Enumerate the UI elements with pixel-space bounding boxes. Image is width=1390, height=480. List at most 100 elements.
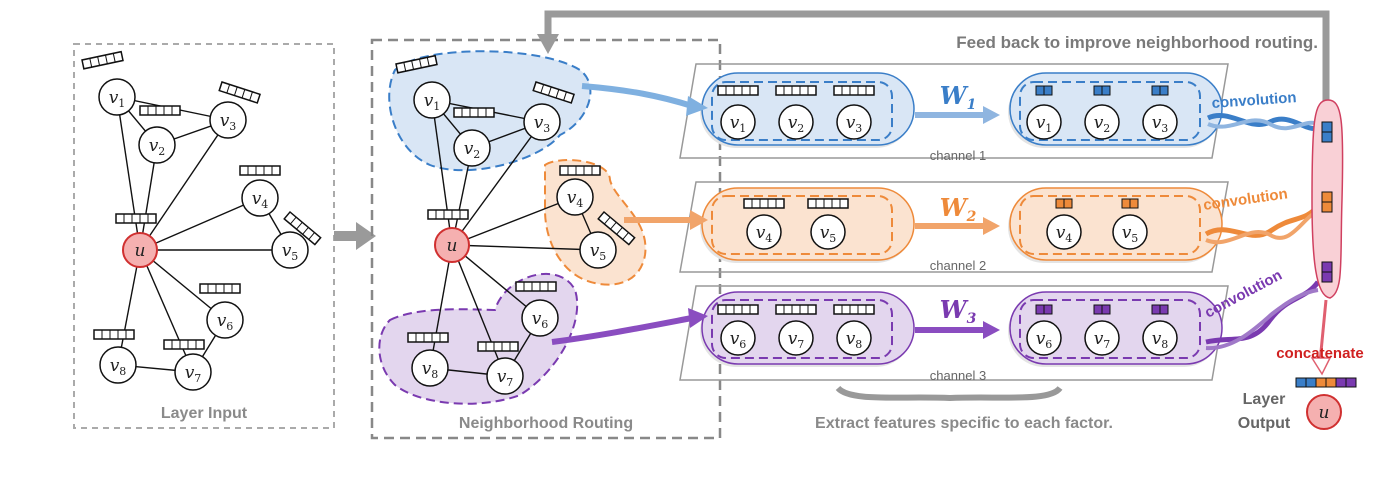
svg-text:v4: v4 xyxy=(252,189,269,211)
svg-text:v6: v6 xyxy=(532,309,549,331)
ch3-feature-bars xyxy=(717,304,1169,315)
ch2-node-v4: v4 xyxy=(746,214,782,250)
routing-node-v3: v3 xyxy=(523,103,561,141)
svg-text:v3: v3 xyxy=(1152,113,1169,135)
channel-2-label: channel 2 xyxy=(930,258,986,273)
ch3-node-v6: v6 xyxy=(720,320,756,356)
channel-1-label: channel 1 xyxy=(930,148,986,163)
ch1-conv-label: convolution xyxy=(1211,89,1297,112)
channel-2: channel 2 v4 v5 v4 v5 W2 convolution xyxy=(624,181,1320,273)
ch1-out-node-v3: v3 xyxy=(1142,104,1178,140)
ch3-out-node-v7: v7 xyxy=(1084,320,1120,356)
extract-brace: Extract features specific to each factor… xyxy=(815,385,1113,432)
ch2-feature-bars xyxy=(743,198,1139,209)
ch2-weight-arrow: W2 xyxy=(915,193,1000,235)
routing-panel: v1 v2 v3 v4 v5 v6 v7 v8 u Neighborhood R… xyxy=(370,38,722,440)
feedback-arrow: Feed back to improve neighborhood routin… xyxy=(537,10,1330,110)
routing-node-u: u xyxy=(434,227,470,263)
svg-text:v8: v8 xyxy=(846,329,863,351)
routing-node-v4: v4 xyxy=(556,178,594,216)
routing-node-v6: v6 xyxy=(521,299,559,337)
routing-node-v7: v7 xyxy=(486,357,524,395)
channel-1: channel 1 v1 v2 v3 v1 v2 v3 W1 convoluti… xyxy=(581,63,1319,163)
svg-text:v7: v7 xyxy=(1094,329,1111,351)
extract-label: Extract features specific to each factor… xyxy=(815,415,1113,432)
input-to-routing-arrow xyxy=(334,222,376,250)
ch1-node-v2: v2 xyxy=(778,104,814,140)
output-node-u: u xyxy=(1306,394,1342,430)
ch3-out-node-v8: v8 xyxy=(1142,320,1178,356)
concat-arrow xyxy=(1310,299,1332,376)
routing-feature-bars xyxy=(395,54,636,352)
ch3-node-v8: v8 xyxy=(836,320,872,356)
ch3-out-node-v6: v6 xyxy=(1026,320,1062,356)
feedback-label: Feed back to improve neighborhood routin… xyxy=(956,33,1318,52)
ch1-weight-arrow: W1 xyxy=(915,81,1000,124)
svg-text:v6: v6 xyxy=(730,329,747,351)
layer-output-label-2: Output xyxy=(1238,415,1291,432)
concat-vector xyxy=(1295,377,1357,388)
routing-node-v8: v8 xyxy=(411,349,449,387)
routing-node-v2: v2 xyxy=(453,129,491,167)
input-node-v1: v1 xyxy=(98,78,136,116)
svg-text:v4: v4 xyxy=(1056,223,1073,245)
svg-text:v4: v4 xyxy=(567,188,584,210)
agg-cell-orange xyxy=(1321,191,1333,213)
weight-w2: W2 xyxy=(940,193,977,225)
svg-text:v5: v5 xyxy=(820,223,837,245)
svg-text:v3: v3 xyxy=(534,113,551,135)
ch1-out-node-v1: v1 xyxy=(1026,104,1062,140)
concatenate-label: concatenate xyxy=(1276,345,1364,362)
svg-text:v8: v8 xyxy=(422,359,439,381)
ch1-feature-bars xyxy=(717,85,1169,96)
routing-arrow-purple xyxy=(551,315,693,345)
svg-text:v7: v7 xyxy=(185,363,202,385)
input-feature-bars xyxy=(81,50,322,350)
input-node-v6: v6 xyxy=(206,301,244,339)
svg-text:v5: v5 xyxy=(590,241,607,263)
weight-w3: W3 xyxy=(940,295,977,327)
svg-text:v5: v5 xyxy=(282,241,299,263)
svg-text:v7: v7 xyxy=(788,329,805,351)
input-node-v5: v5 xyxy=(271,231,309,269)
svg-text:v2: v2 xyxy=(788,113,805,135)
svg-text:v1: v1 xyxy=(730,113,747,135)
svg-text:v2: v2 xyxy=(1094,113,1111,135)
svg-text:v4: v4 xyxy=(756,223,773,245)
ch3-weight-arrow: W3 xyxy=(915,295,1000,339)
weight-w1: W1 xyxy=(940,81,977,113)
ch2-conv-label: convolution xyxy=(1202,185,1289,214)
ch3-node-v7: v7 xyxy=(778,320,814,356)
svg-text:u: u xyxy=(447,236,458,256)
routing-node-v5: v5 xyxy=(579,231,617,269)
svg-text:v2: v2 xyxy=(464,139,481,161)
svg-text:v6: v6 xyxy=(217,311,234,333)
svg-text:v6: v6 xyxy=(1036,329,1053,351)
ch1-node-v3: v3 xyxy=(836,104,872,140)
svg-text:v3: v3 xyxy=(220,111,237,133)
layer-input-label: Layer Input xyxy=(161,405,248,422)
input-node-v7: v7 xyxy=(174,353,212,391)
svg-text:u: u xyxy=(1319,403,1330,423)
svg-text:v1: v1 xyxy=(424,91,441,113)
svg-text:v5: v5 xyxy=(1122,223,1139,245)
channel-3: channel 3 v6 v7 v8 v6 v7 v8 W3 convoluti… xyxy=(551,267,1321,383)
svg-text:v8: v8 xyxy=(1152,329,1169,351)
input-node-v3: v3 xyxy=(209,101,247,139)
ch2-node-v5: v5 xyxy=(810,214,846,250)
ch1-out-node-v2: v2 xyxy=(1084,104,1120,140)
svg-text:v2: v2 xyxy=(149,136,166,158)
agg-cell-purple xyxy=(1321,261,1333,283)
input-node-u: u xyxy=(122,232,158,268)
layer-output-label-1: Layer xyxy=(1243,391,1286,408)
ch1-node-v1: v1 xyxy=(720,104,756,140)
routing-node-v1: v1 xyxy=(413,81,451,119)
routing-label: Neighborhood Routing xyxy=(459,415,633,432)
input-node-v2: v2 xyxy=(138,126,176,164)
svg-text:v1: v1 xyxy=(109,88,126,110)
svg-text:v3: v3 xyxy=(846,113,863,135)
ch2-conv-wave xyxy=(1204,204,1320,238)
output-section: concatenate u Layer Output xyxy=(1238,99,1364,432)
layer-input-panel: v1 v2 v3 v4 v5 v6 v7 v8 u Layer Input xyxy=(73,43,335,429)
